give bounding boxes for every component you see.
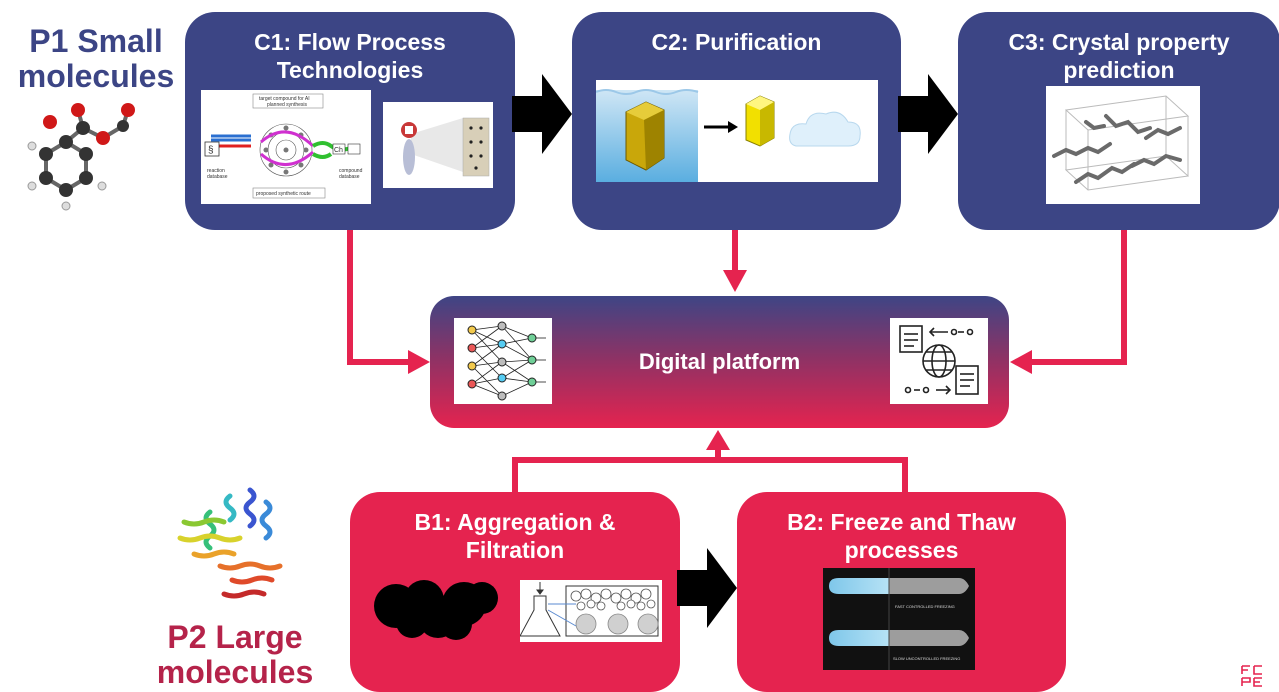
digital-platform-title: Digital platform xyxy=(638,349,801,374)
small-molecule-icon xyxy=(27,103,135,211)
c1-panel-ch-label: Ch xyxy=(334,147,343,154)
p1-small-molecules-label: P1 Small molecules xyxy=(17,23,175,94)
c2-title: C2: Purification xyxy=(651,29,822,55)
c1-panel-left-line1: reaction xyxy=(207,168,225,174)
c1-synthesis-diagram-image: target compound for AI planned synthesis… xyxy=(201,90,371,204)
c1-panel-right-line1: compound xyxy=(339,168,363,174)
c2-crystal-purification-image xyxy=(596,80,878,182)
c1-flow-process-box: C1: Flow Process Technologies target com… xyxy=(185,12,515,230)
slow-freezing-caption: SLOW UNCONTROLLED FREEZING xyxy=(893,656,960,661)
c2-purification-box: C2: Purification xyxy=(572,12,901,230)
arrow-c1-to-c2 xyxy=(512,74,572,154)
c1-panel-section-mark: § xyxy=(208,145,214,156)
fast-freezing-caption: FAST CONTROLLED FREEZING xyxy=(895,604,955,609)
aggregate-particles-icon xyxy=(374,580,498,640)
c1-panel-left-line2: database xyxy=(207,174,228,180)
neural-network-icon xyxy=(454,318,552,404)
c1-flow-reactor-image xyxy=(383,102,493,188)
arrow-b1-to-b2 xyxy=(677,548,737,628)
c1-title: C1: Flow Process Technologies xyxy=(254,29,446,83)
b1-filtration-image xyxy=(520,580,662,642)
digital-platform-box: Digital platform xyxy=(430,296,1009,428)
b1-aggregation-filtration-box: B1: Aggregation & Filtration xyxy=(350,492,680,692)
b1-title: B1: Aggregation & Filtration xyxy=(414,509,616,563)
c1-panel-top-line2: planned synthesis xyxy=(267,102,308,108)
c1-panel-top-line1: target compound for AI xyxy=(259,96,310,102)
b2-freeze-thaw-box: B2: Freeze and Thaw processes FAST CONTR… xyxy=(737,492,1066,692)
c3-crystal-prediction-box: C3: Crystal property prediction xyxy=(958,12,1279,230)
data-exchange-globe-icon xyxy=(890,318,988,404)
c3-crystal-lattice-image xyxy=(1046,86,1200,204)
c3-title: C3: Crystal property prediction xyxy=(1008,29,1230,83)
b2-title: B2: Freeze and Thaw processes xyxy=(787,509,1016,563)
protein-structure-icon xyxy=(177,487,283,599)
corner-logo-icon xyxy=(1241,665,1262,687)
c1-panel-right-line2: database xyxy=(339,174,360,180)
b2-freezing-comparison-image: FAST CONTROLLED FREEZING SLOW UNCONTROLL… xyxy=(823,568,975,670)
c1-panel-bottom-label: proposed synthetic route xyxy=(256,191,311,197)
arrow-c2-to-c3 xyxy=(898,74,958,154)
p2-large-molecules-label: P2 Large molecules xyxy=(156,619,314,690)
